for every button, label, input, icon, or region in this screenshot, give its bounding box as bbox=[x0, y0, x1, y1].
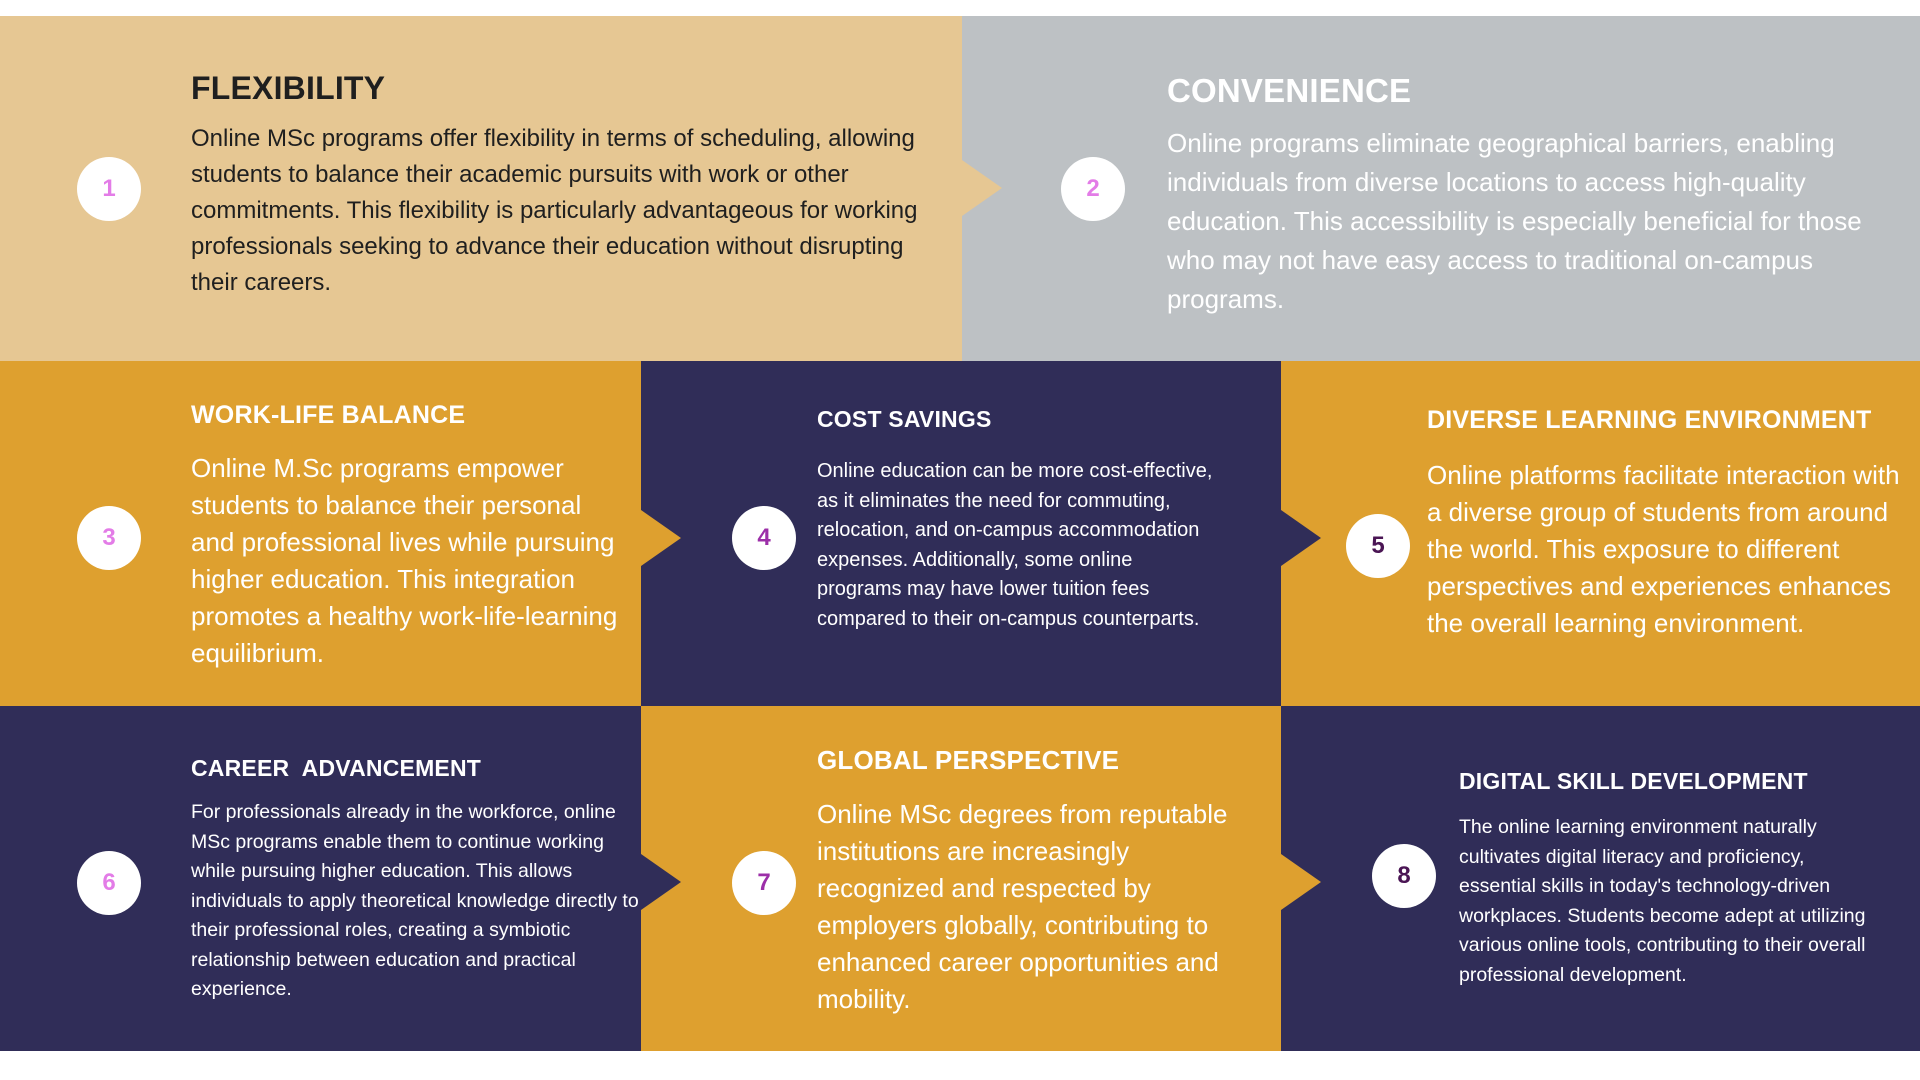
card-body: Online MSc degrees from reputable instit… bbox=[817, 799, 1228, 1014]
card-diverse-learning: DIVERSE LEARNING ENVIRONMENT Online plat… bbox=[1427, 406, 1912, 642]
card-body: Online M.Sc programs empower students to… bbox=[191, 453, 618, 668]
arrow-7-to-8 bbox=[1281, 854, 1321, 910]
number-badge-3: 3 bbox=[77, 506, 141, 570]
card-flexibility: FLEXIBILITY Online MSc programs offer fl… bbox=[191, 70, 926, 301]
card-title: DIVERSE LEARNING ENVIRONMENT bbox=[1427, 406, 1872, 434]
card-work-life-balance: WORK-LIFE BALANCE Online M.Sc programs e… bbox=[191, 401, 631, 672]
card-cost-savings: COST SAVINGS Online education can be mor… bbox=[817, 406, 1217, 634]
number-badge-6: 6 bbox=[77, 851, 141, 915]
card-title: DIGITAL SKILL DEVELOPMENT bbox=[1459, 768, 1808, 794]
number-badge-2: 2 bbox=[1061, 157, 1125, 221]
card-title: WORK-LIFE BALANCE bbox=[191, 401, 466, 429]
card-global-perspective: GLOBAL PERSPECTIVE Online MSc degrees fr… bbox=[817, 745, 1247, 1018]
number-badge-4: 4 bbox=[732, 506, 796, 570]
card-title: FLEXIBILITY bbox=[191, 70, 386, 106]
arrow-3-to-4 bbox=[641, 510, 681, 566]
card-digital-skill: DIGITAL SKILL DEVELOPMENT The online lea… bbox=[1459, 768, 1879, 990]
arrow-6-to-7 bbox=[641, 854, 681, 910]
card-title: CONVENIENCE bbox=[1167, 72, 1412, 109]
card-body: Online education can be more cost-effect… bbox=[817, 460, 1213, 630]
card-body: Online MSc programs offer flexibility in… bbox=[191, 125, 918, 296]
card-title: CAREER ADVANCEMENT bbox=[191, 755, 482, 781]
number-badge-5: 5 bbox=[1346, 514, 1410, 578]
card-body: For professionals already in the workfor… bbox=[191, 801, 639, 1000]
card-career-advancement: CAREER ADVANCEMENT For professionals alr… bbox=[191, 755, 641, 1005]
card-body: Online platforms facilitate interaction … bbox=[1427, 460, 1900, 638]
number-badge-8: 8 bbox=[1372, 844, 1436, 908]
card-convenience: CONVENIENCE Online programs eliminate ge… bbox=[1167, 72, 1887, 319]
card-body: Online programs eliminate geographical b… bbox=[1167, 128, 1862, 314]
arrow-4-to-5 bbox=[1281, 510, 1321, 566]
card-body: The online learning environment naturall… bbox=[1459, 816, 1866, 986]
arrow-1-to-2 bbox=[962, 160, 1002, 216]
panel-flexibility bbox=[0, 16, 962, 361]
number-badge-7: 7 bbox=[732, 851, 796, 915]
card-title: GLOBAL PERSPECTIVE bbox=[817, 745, 1120, 775]
number-badge-1: 1 bbox=[77, 157, 141, 221]
card-title: COST SAVINGS bbox=[817, 406, 992, 432]
